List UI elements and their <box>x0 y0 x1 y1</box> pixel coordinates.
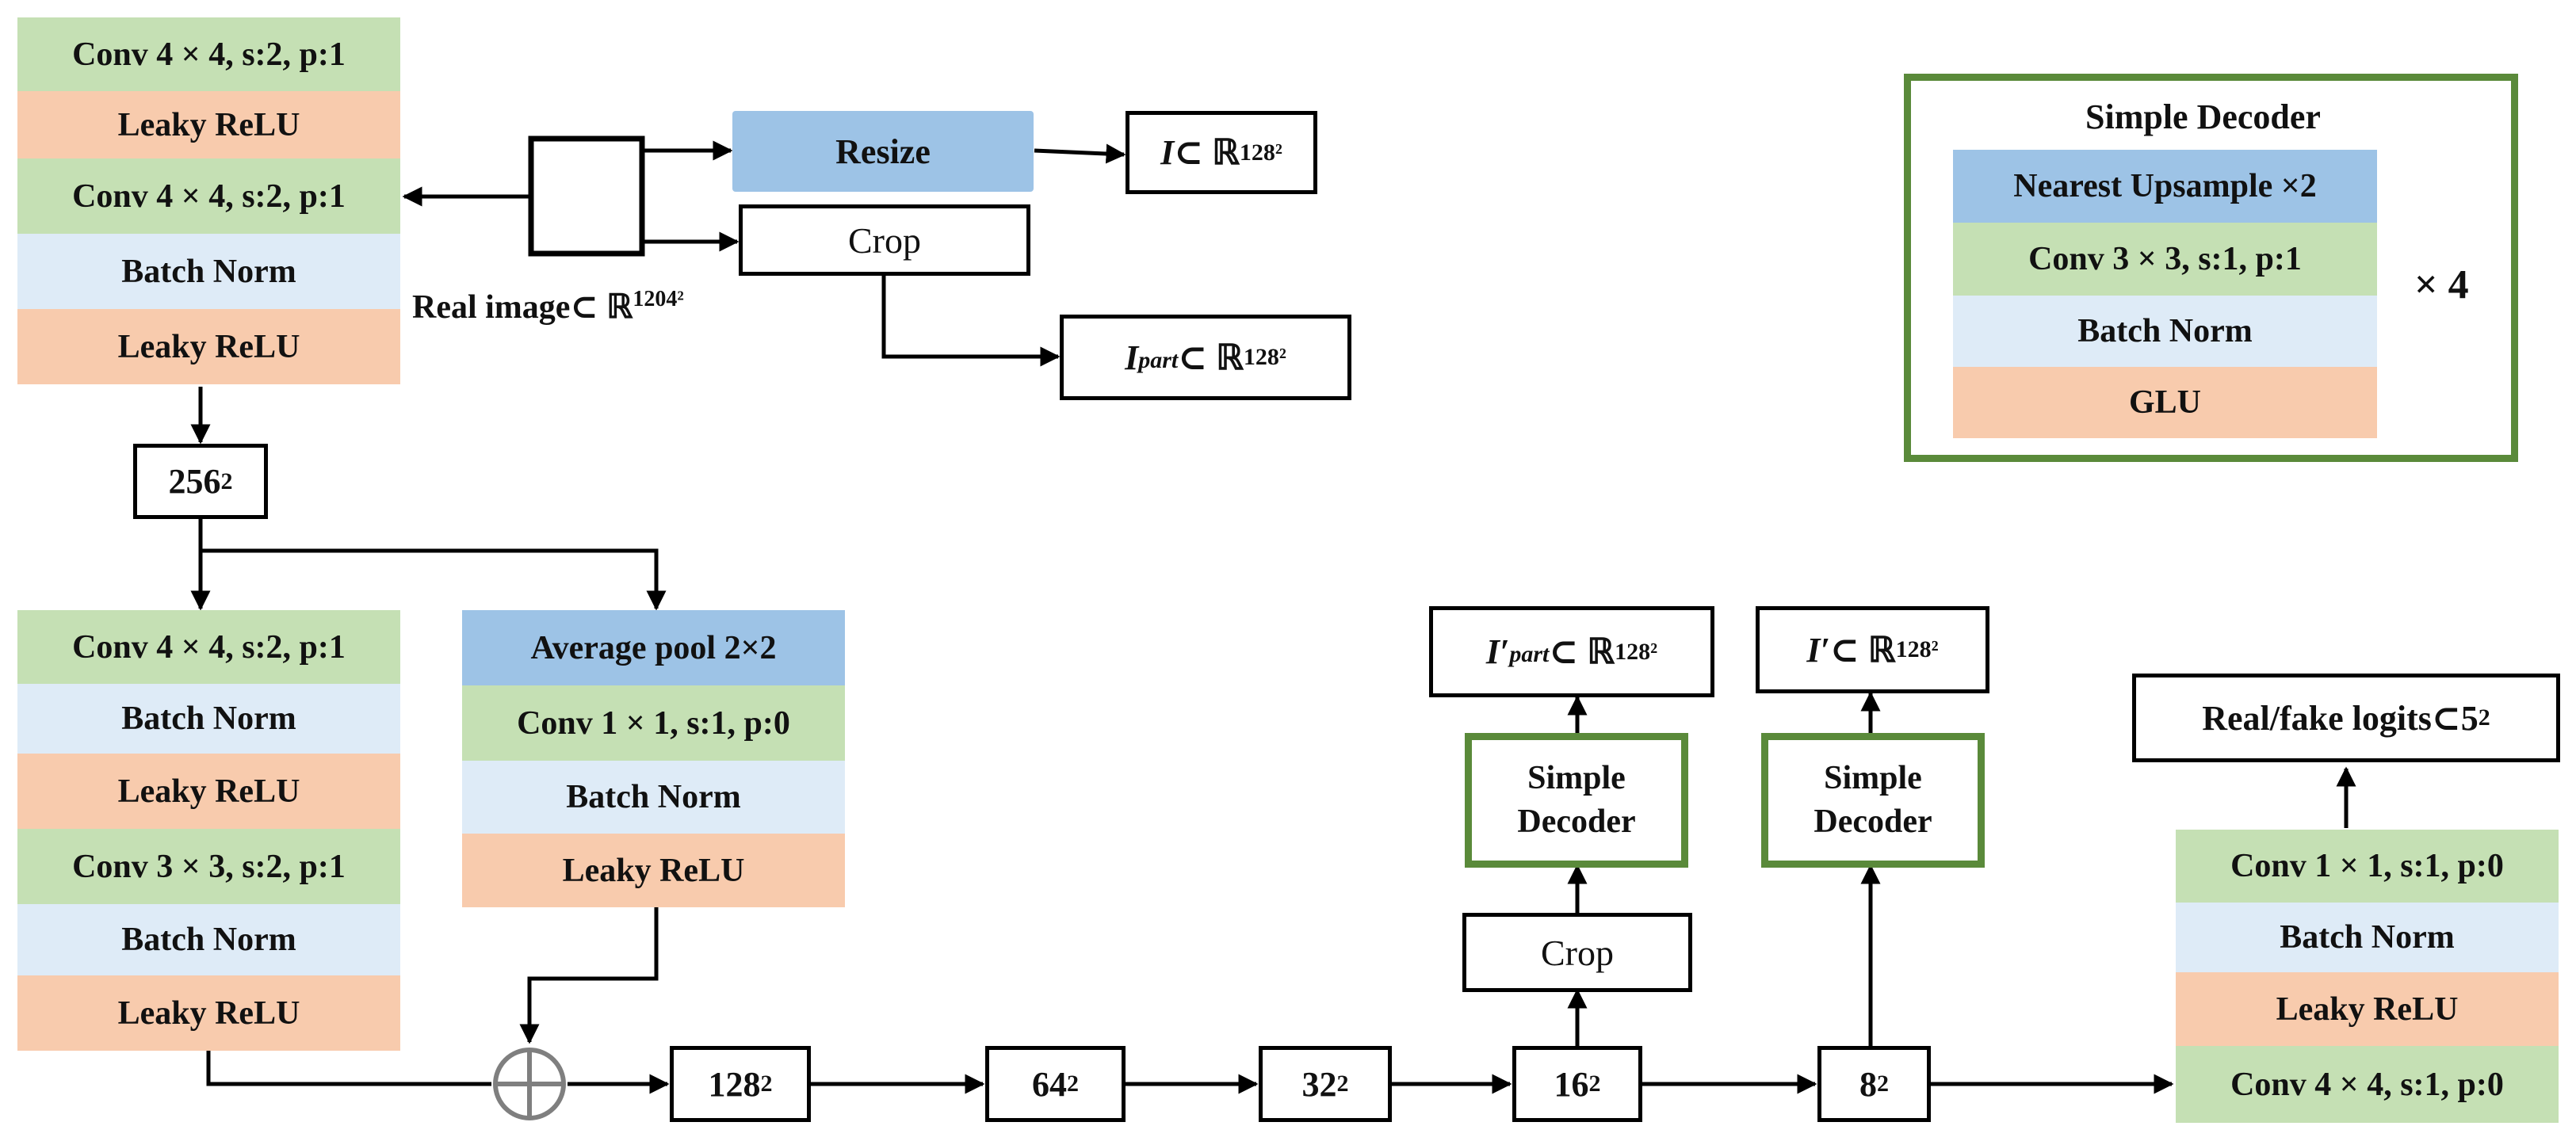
input-label: Real image⊂ ℝ1204² <box>412 287 684 326</box>
crop-block-2: Crop <box>1462 913 1692 992</box>
sum-node <box>493 1048 566 1120</box>
batch-norm-layer: Batch Norm <box>2176 903 2559 972</box>
upsample-layer: Nearest Upsample ×2 <box>1953 150 2377 223</box>
simple-decoder-legend: Simple Decoder Nearest Upsample ×2 Conv … <box>1904 74 2518 462</box>
resize-block: Resize <box>732 111 1034 192</box>
leaky-relu-layer: Leaky ReLU <box>2176 972 2559 1046</box>
conv-layer: Conv 4 × 4, s:2, p:1 <box>17 17 400 91</box>
average-pool-layer: Average pool 2×2 <box>462 610 845 685</box>
legend-title: Simple Decoder <box>2085 97 2321 136</box>
conv-layer: Conv 3 × 3, s:1, p:1 <box>1953 223 2377 296</box>
repeat-count: × 4 <box>2414 262 2469 307</box>
leaky-relu-layer: Leaky ReLU <box>17 91 400 158</box>
crop-block: Crop <box>739 204 1030 276</box>
conv-layer: Conv 3 × 3, s:2, p:1 <box>17 829 400 904</box>
batch-norm-layer: Batch Norm <box>1953 296 2377 367</box>
conv-layer: Conv 1 × 1, s:1, p:0 <box>462 685 845 761</box>
input-image-square <box>528 135 645 257</box>
batch-norm-layer: Batch Norm <box>17 904 400 975</box>
glu-layer: GLU <box>1953 367 2377 438</box>
conv-layer: Conv 4 × 4, s:1, p:0 <box>2176 1046 2559 1123</box>
leaky-relu-layer: Leaky ReLU <box>462 834 845 907</box>
batch-norm-layer: Batch Norm <box>17 684 400 754</box>
batch-norm-layer: Batch Norm <box>462 761 845 834</box>
leaky-relu-layer: Leaky ReLU <box>17 754 400 829</box>
conv-layer: Conv 4 × 4, s:2, p:1 <box>17 610 400 684</box>
leaky-relu-layer: Leaky ReLU <box>17 309 400 384</box>
batch-norm-layer: Batch Norm <box>17 234 400 309</box>
conv-layer: Conv 1 × 1, s:1, p:0 <box>2176 830 2559 903</box>
leaky-relu-layer: Leaky ReLU <box>17 975 400 1051</box>
conv-layer: Conv 4 × 4, s:2, p:1 <box>17 158 400 234</box>
